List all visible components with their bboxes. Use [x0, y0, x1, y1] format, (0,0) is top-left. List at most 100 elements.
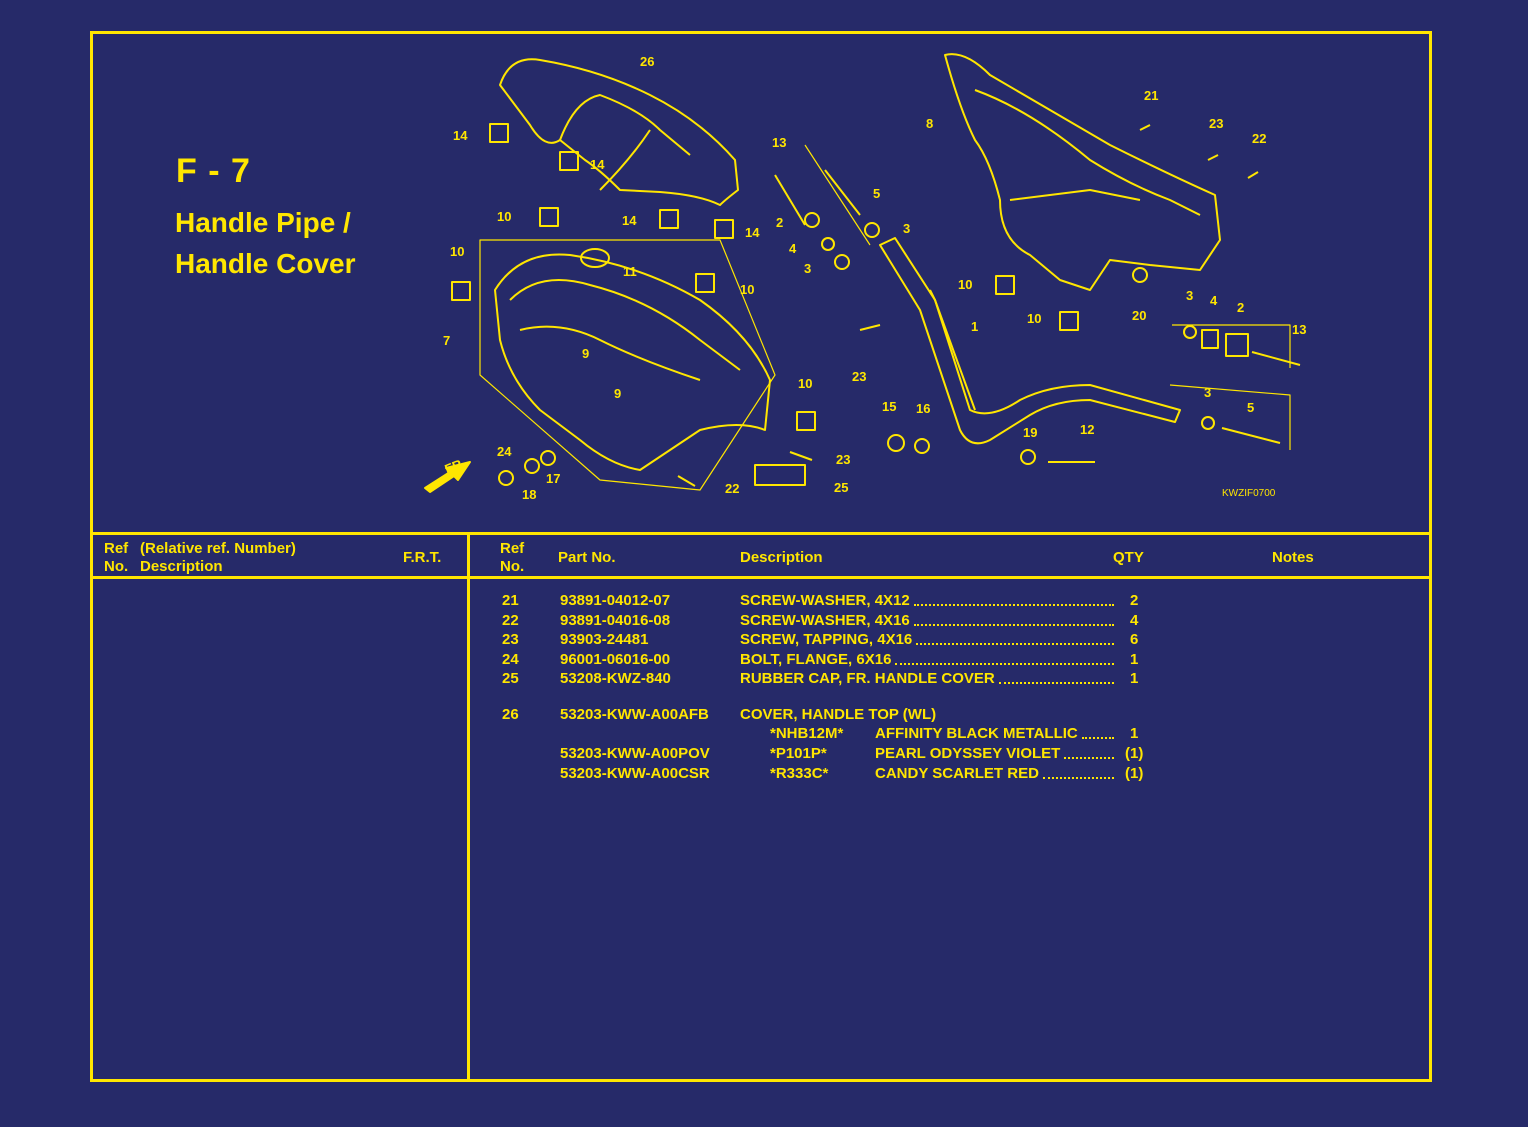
- clip-10-b: [451, 281, 471, 301]
- part-description: BOLT, FLANGE, 6X16: [740, 651, 1116, 669]
- dot-leader: [895, 651, 1114, 665]
- svg-text:1: 1: [971, 319, 978, 334]
- dot-leader: [913, 592, 1114, 606]
- svg-text:3: 3: [1204, 385, 1211, 400]
- divider-table-header: [90, 576, 1432, 579]
- exploded-parts-diagram: 26 14 14 14 14 10 10 10 10 10 10 11 7 9 …: [424, 53, 1306, 502]
- drawing-id: KWZIF0700: [1222, 488, 1276, 499]
- notes-label: Notes: [1272, 549, 1314, 566]
- divider-diagram-table: [90, 532, 1432, 535]
- svg-text:12: 12: [1080, 422, 1094, 437]
- variant-color-code: *NHB12M*: [770, 725, 844, 742]
- svg-text:14: 14: [745, 225, 760, 240]
- svg-text:4: 4: [789, 241, 797, 256]
- svg-text:14: 14: [453, 128, 468, 143]
- frt-label: F.R.T.: [403, 549, 442, 566]
- svg-text:8: 8: [926, 116, 933, 131]
- left-ref-label: Ref No.: [104, 540, 129, 575]
- part-ref-number: 24: [502, 650, 519, 668]
- description-label: Description: [740, 549, 823, 566]
- part-ref-number: 23: [502, 631, 519, 649]
- svg-text:10: 10: [798, 376, 812, 391]
- front-label: FR.: [443, 455, 468, 477]
- qty-label: QTY: [1113, 549, 1144, 566]
- svg-text:22: 22: [725, 481, 739, 496]
- svg-text:23: 23: [1209, 116, 1223, 131]
- part-number: 53208-KWZ-840: [560, 670, 671, 688]
- svg-text:13: 13: [1292, 322, 1306, 337]
- rubber-cap-25: [754, 464, 806, 486]
- part-number: 93891-04016-08: [560, 611, 671, 629]
- part-description-text: AFFINITY BLACK METALLIC: [875, 725, 1078, 742]
- svg-text:3: 3: [903, 221, 910, 236]
- drawing-frame: [90, 31, 1432, 1082]
- svg-text:9: 9: [614, 386, 621, 401]
- part-description-text: SCREW-WASHER, 4X16: [740, 611, 910, 629]
- part-description: SCREW-WASHER, 4X16: [740, 612, 1116, 630]
- part-description: COVER, HANDLE TOP (WL): [740, 706, 937, 723]
- clip-10-f: [1059, 311, 1079, 331]
- dot-leader: [998, 670, 1114, 685]
- clip-14-d: [714, 219, 734, 239]
- part-description-text: SCREW-WASHER, 4X12: [740, 592, 910, 609]
- variant-color-name: CANDY SCARLET RED: [875, 765, 1116, 783]
- part-description-text: RUBBER CAP, FR. HANDLE COVER: [740, 670, 995, 688]
- variant-color-name: PEARL ODYSSEY VIOLET: [875, 745, 1116, 763]
- dot-leader: [1064, 745, 1114, 759]
- part-qty: 1: [1130, 650, 1139, 668]
- svg-text:10: 10: [497, 209, 511, 224]
- variant-qty: 1: [1130, 725, 1139, 742]
- part-number: 96001-06016-00: [560, 650, 671, 668]
- dot-leader: [916, 631, 1114, 646]
- part-ref-number: 25: [502, 670, 519, 688]
- part-description-text: SCREW, TAPPING, 4X16: [740, 631, 913, 649]
- clip-10-a: [539, 207, 559, 227]
- part-description: SCREW-WASHER, 4X12: [740, 592, 1116, 610]
- grommet-11: [580, 248, 610, 268]
- svg-text:11: 11: [623, 264, 637, 279]
- clip-10-d: [796, 411, 816, 431]
- part-description: SCREW, TAPPING, 4X16: [740, 631, 1116, 649]
- svg-text:2: 2: [1237, 300, 1244, 315]
- figure-title-line2: Handle Cover: [175, 248, 356, 279]
- variant-qty: (1): [1125, 765, 1144, 782]
- part-number: 93891-04012-07: [560, 592, 671, 609]
- clip-10-e: [995, 275, 1015, 295]
- variant-color-code: *P101P*: [770, 745, 827, 762]
- svg-text:7: 7: [443, 333, 450, 348]
- right-ref-label: Ref No.: [500, 540, 525, 575]
- part-qty: 6: [1130, 631, 1139, 649]
- svg-text:19: 19: [1023, 425, 1037, 440]
- figure-title-line1: Handle Pipe /: [175, 207, 351, 238]
- svg-text:3: 3: [1186, 288, 1193, 303]
- svg-text:23: 23: [852, 369, 866, 384]
- variant-part-number: 53203-KWW-A00POV: [560, 745, 710, 762]
- part-no-label: Part No.: [558, 549, 616, 566]
- part-number: 93903-24481: [560, 631, 649, 649]
- svg-text:3: 3: [804, 261, 811, 276]
- divider-table-columns: [467, 533, 470, 1082]
- svg-text:23: 23: [836, 452, 850, 467]
- svg-text:5: 5: [873, 186, 880, 201]
- part-qty: 1: [1130, 670, 1139, 688]
- svg-text:14: 14: [622, 213, 637, 228]
- svg-text:15: 15: [882, 399, 896, 414]
- part-qty: 2: [1130, 592, 1139, 609]
- svg-text:10: 10: [1027, 311, 1041, 326]
- clip-14-a: [489, 123, 509, 143]
- part-number: 53203-KWW-A00AFB: [560, 706, 709, 723]
- svg-text:9: 9: [582, 346, 589, 361]
- part-ref-number: 21: [502, 592, 519, 609]
- part-qty: 4: [1130, 611, 1139, 629]
- svg-text:10: 10: [958, 277, 972, 292]
- left-desc-label: (Relative ref. Number) Description: [140, 540, 296, 575]
- dot-leader: [913, 612, 1114, 626]
- variant-qty: (1): [1125, 745, 1144, 762]
- svg-text:10: 10: [740, 282, 754, 297]
- dot-leader: [1042, 765, 1114, 779]
- svg-text:2: 2: [776, 215, 783, 230]
- dot-leader: [1081, 725, 1114, 739]
- part-description-text: PEARL ODYSSEY VIOLET: [875, 745, 1061, 762]
- clip-14-b: [559, 151, 579, 171]
- part-description-text: CANDY SCARLET RED: [875, 765, 1039, 782]
